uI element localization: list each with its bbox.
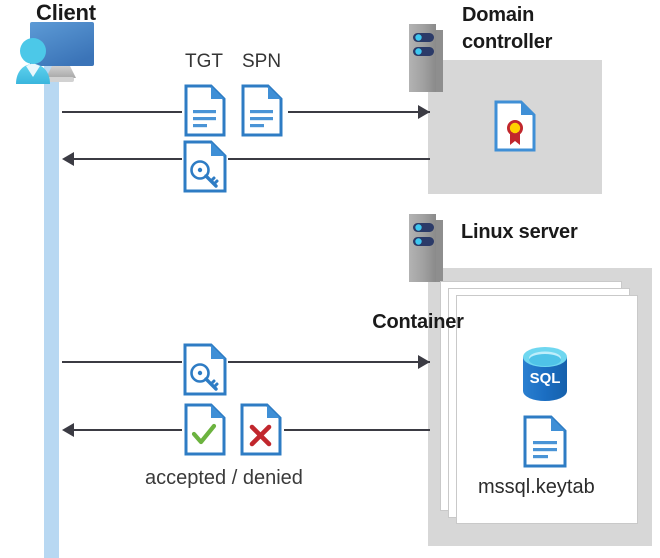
flow-1-line-right: [288, 111, 430, 113]
server-rack-icon-linux-server: [409, 214, 443, 282]
accepted-denied-label: accepted / denied: [145, 467, 303, 489]
client-lifeline: [44, 62, 59, 558]
linux-server-title: Linux server: [461, 221, 578, 243]
domain-controller-title-line1: Domain: [462, 4, 535, 26]
container-title-text: Container: [372, 311, 464, 333]
flow-1-arrowhead: [418, 105, 430, 119]
container-title: Container: [0, 310, 660, 334]
key-ticket-document-icon-1: [183, 140, 227, 193]
flow-2-line-left: [74, 158, 182, 160]
flow-2-arrowhead: [62, 152, 74, 166]
server-rack-icon-domain-controller: [409, 24, 443, 92]
client-title: Client: [36, 0, 96, 25]
flow-3-line-left: [62, 361, 182, 363]
flow-2-line-right: [228, 158, 430, 160]
flow-3-line-right: [228, 361, 430, 363]
flow-4-arrowhead: [62, 423, 74, 437]
keytab-label: mssql.keytab: [478, 476, 595, 498]
domain-controller-title: Domain controller: [462, 2, 652, 56]
container-card-front: [456, 295, 638, 524]
flow-4-line-right: [284, 429, 430, 431]
text-document-icon-tgt: [184, 84, 226, 137]
keytab-document-icon: [523, 415, 567, 468]
tgt-label: TGT: [185, 51, 223, 72]
certificate-document-icon: [494, 100, 536, 152]
flow-3-arrowhead: [418, 355, 430, 369]
flow-1-line-left: [62, 111, 182, 113]
denied-document-icon: [240, 403, 282, 456]
accepted-document-icon: [184, 403, 226, 456]
svg-text:SQL: SQL: [530, 370, 561, 387]
text-document-icon-spn: [241, 84, 283, 137]
domain-controller-title-line2: controller: [462, 31, 553, 53]
flow-4-line-left: [74, 429, 182, 431]
spn-label: SPN: [242, 51, 282, 72]
sql-database-cylinder-icon: SQL: [521, 347, 569, 401]
client-workstation-user-icon: [8, 22, 108, 84]
key-ticket-document-icon-2: [183, 343, 227, 396]
